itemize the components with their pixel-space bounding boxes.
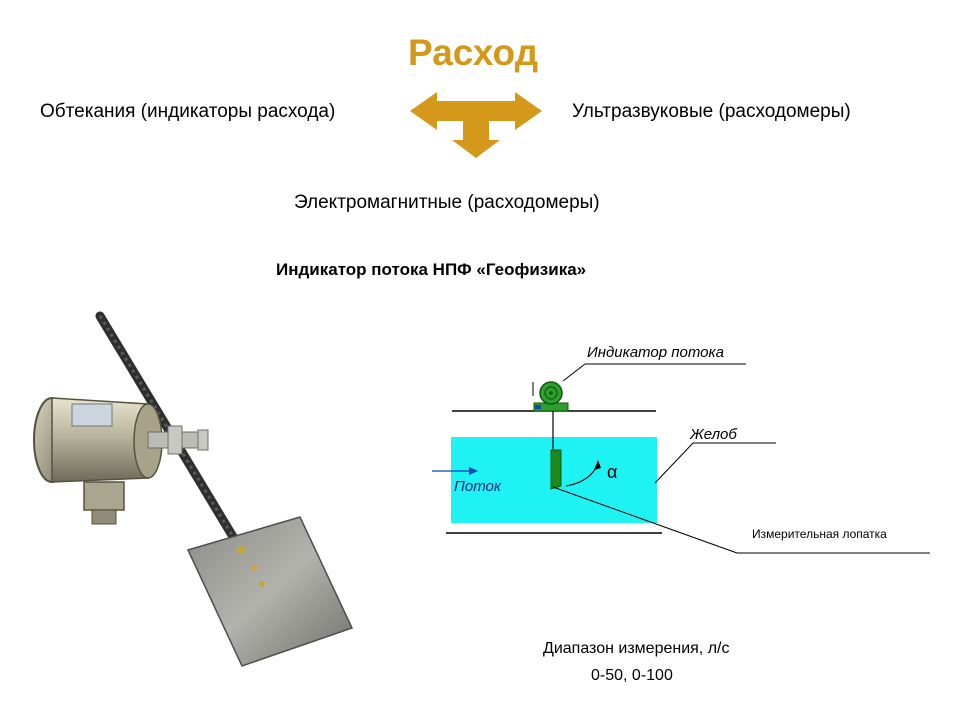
indicator-label: Индикатор потока <box>587 344 724 361</box>
measuring-blade <box>551 450 561 489</box>
trough-label: Желоб <box>689 426 737 443</box>
measurement-range-values: 0-50, 0-100 <box>591 668 673 684</box>
measurement-range-label: Диапазон измерения, л/с <box>543 641 729 657</box>
angle-label: α <box>607 462 617 482</box>
blade-label: Измерительная лопатка <box>752 527 887 541</box>
flow-label: Поток <box>454 478 502 495</box>
sensor-icon <box>533 382 568 411</box>
